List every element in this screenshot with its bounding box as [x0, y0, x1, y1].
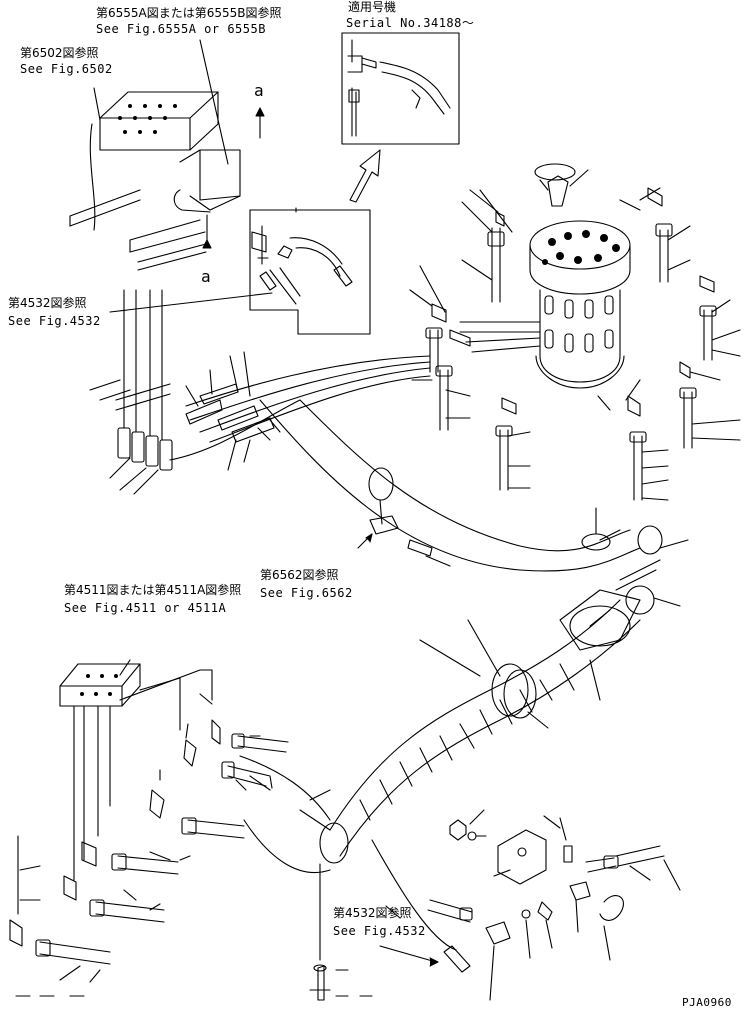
lower-bracket-group: [309, 819, 665, 1001]
upper-right-hoses: [425, 187, 717, 501]
serial-number-label: Serial No.34188～: [346, 16, 475, 30]
view-marker-top: a: [254, 81, 265, 100]
serial-box-title: 適用号機: [348, 0, 397, 14]
ref-4511-en-label: See Fig.4511 or 4511A: [64, 601, 227, 615]
serial-box-arrow: [349, 149, 381, 203]
ref-4532-bottom-en-label: See Fig.4532: [333, 924, 426, 938]
ref-4532-bottom-jp-label: 第4532図参照: [333, 906, 412, 920]
left-fitting-cluster: [89, 289, 173, 495]
ref-6555-en-label: See Fig.6555A or 6555B: [96, 22, 266, 36]
main-wrapped-hose: [299, 525, 663, 864]
ref-4511-jp-label: 第4511図または第4511A図参照: [64, 583, 242, 597]
lower-valve-block: [59, 663, 213, 881]
swivel-joint: [529, 163, 631, 389]
ref-6555-jp-label: 第6555A図または第6555B図参照: [96, 6, 282, 20]
view-arrow-bottom: [202, 214, 212, 249]
ref-6562-en-label: See Fig.6562: [260, 586, 353, 600]
ref-4532-bottom-arrow: [379, 945, 439, 967]
lower-left-hoses: [9, 719, 331, 965]
lower-left-leaders: [15, 693, 271, 997]
reference-leaders: [93, 39, 273, 676]
ref-6502-jp-label: 第6502図参照: [20, 46, 99, 60]
ref-4532-top-en-label: See Fig.4532: [8, 314, 101, 328]
ref-4532-top-jp-label: 第4532図参照: [8, 296, 87, 310]
ref-6502-en-label: See Fig.6502: [20, 62, 113, 76]
drawing-code: PJA0960: [682, 996, 732, 1009]
view-marker-bottom: a: [201, 267, 212, 286]
control-lever: [357, 467, 451, 567]
lower-right-leaders: [335, 809, 681, 1001]
ref-6562-jp-label: 第6562図参照: [260, 568, 339, 582]
middle-hose-bundle: [169, 351, 641, 572]
control-valve-block: [69, 91, 241, 271]
view-arrow-top: [255, 107, 265, 139]
fitting-callout-box: [249, 207, 371, 335]
main-hose-leaders: [419, 507, 689, 729]
callout-leaders-upper-right: [409, 169, 741, 501]
serial-detail-box: [341, 32, 460, 145]
